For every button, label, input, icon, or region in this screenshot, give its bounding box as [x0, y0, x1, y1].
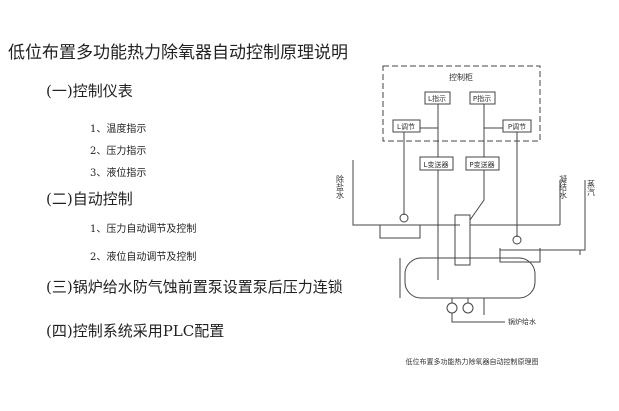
boiler-feed-label: 锅炉给水	[508, 317, 536, 326]
list-item: 1、温度指示	[90, 124, 147, 135]
steam-label: 蒸汽	[587, 179, 596, 196]
cabinet-box	[382, 65, 541, 142]
l-transmitter-label: L变送器	[424, 160, 449, 169]
p-indicator-box	[469, 91, 496, 105]
demin-water-label: 除盐水	[336, 174, 345, 199]
list-item: 2、液位自动调节及控制	[90, 252, 197, 263]
list-item: 1、压力自动调节及控制	[90, 224, 197, 235]
l-indicator-label: L指示	[428, 94, 446, 103]
cabinet-label: 控制柜	[449, 72, 473, 82]
l-regulator-box	[392, 119, 421, 133]
l-transmitter-box	[419, 156, 454, 171]
deaerator-head	[454, 214, 471, 266]
list-item: 3、液位指示	[90, 168, 147, 179]
page-title: 低位布置多功能热力除氧器自动控制原理说明	[8, 43, 348, 63]
section-heading: (三)锅炉给水防气蚀前置泵设置泵后压力连锁	[46, 278, 343, 296]
diagram-caption: 低位布置多功能热力除氧器自动控制原理图	[406, 357, 539, 366]
list-item: 2、压力指示	[90, 146, 147, 157]
section-heading: (一)控制仪表	[46, 82, 133, 100]
p-transmitter-label: P变送器	[469, 160, 494, 169]
p-indicator-label: P指示	[473, 94, 491, 103]
l-regulator-label: L调节	[397, 122, 415, 131]
deaerator-tank	[404, 257, 536, 299]
condensate-label: 凝结水	[559, 174, 568, 199]
section-heading: (二)自动控制	[46, 190, 133, 208]
p-transmitter-box	[465, 156, 500, 171]
p-regulator-label: P调节	[508, 122, 526, 131]
section-heading: (四)控制系统采用PLC配置	[46, 322, 225, 340]
